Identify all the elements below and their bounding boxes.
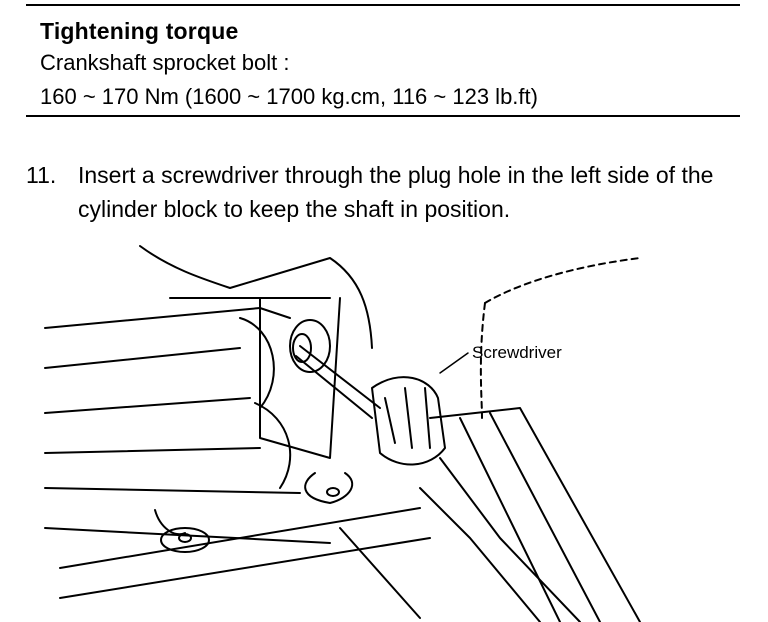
screwdriver-illustration (44, 245, 641, 622)
spec-item: Crankshaft sprocket bolt : (40, 50, 290, 75)
top-rule (26, 4, 740, 6)
spec-title: Tightening torque (40, 18, 239, 44)
step-number: 11. (26, 162, 57, 188)
spec-value: 160 ~ 170 Nm (1600 ~ 1700 kg.cm, 116 ~ 1… (40, 84, 538, 109)
torque-spec-box: Tightening torque Crankshaft sprocket bo… (26, 0, 740, 117)
bottom-rule (26, 115, 740, 117)
step-text: Insert a screwdriver through the plug ho… (78, 162, 714, 222)
screwdriver-callout: Screwdriver (472, 343, 562, 362)
